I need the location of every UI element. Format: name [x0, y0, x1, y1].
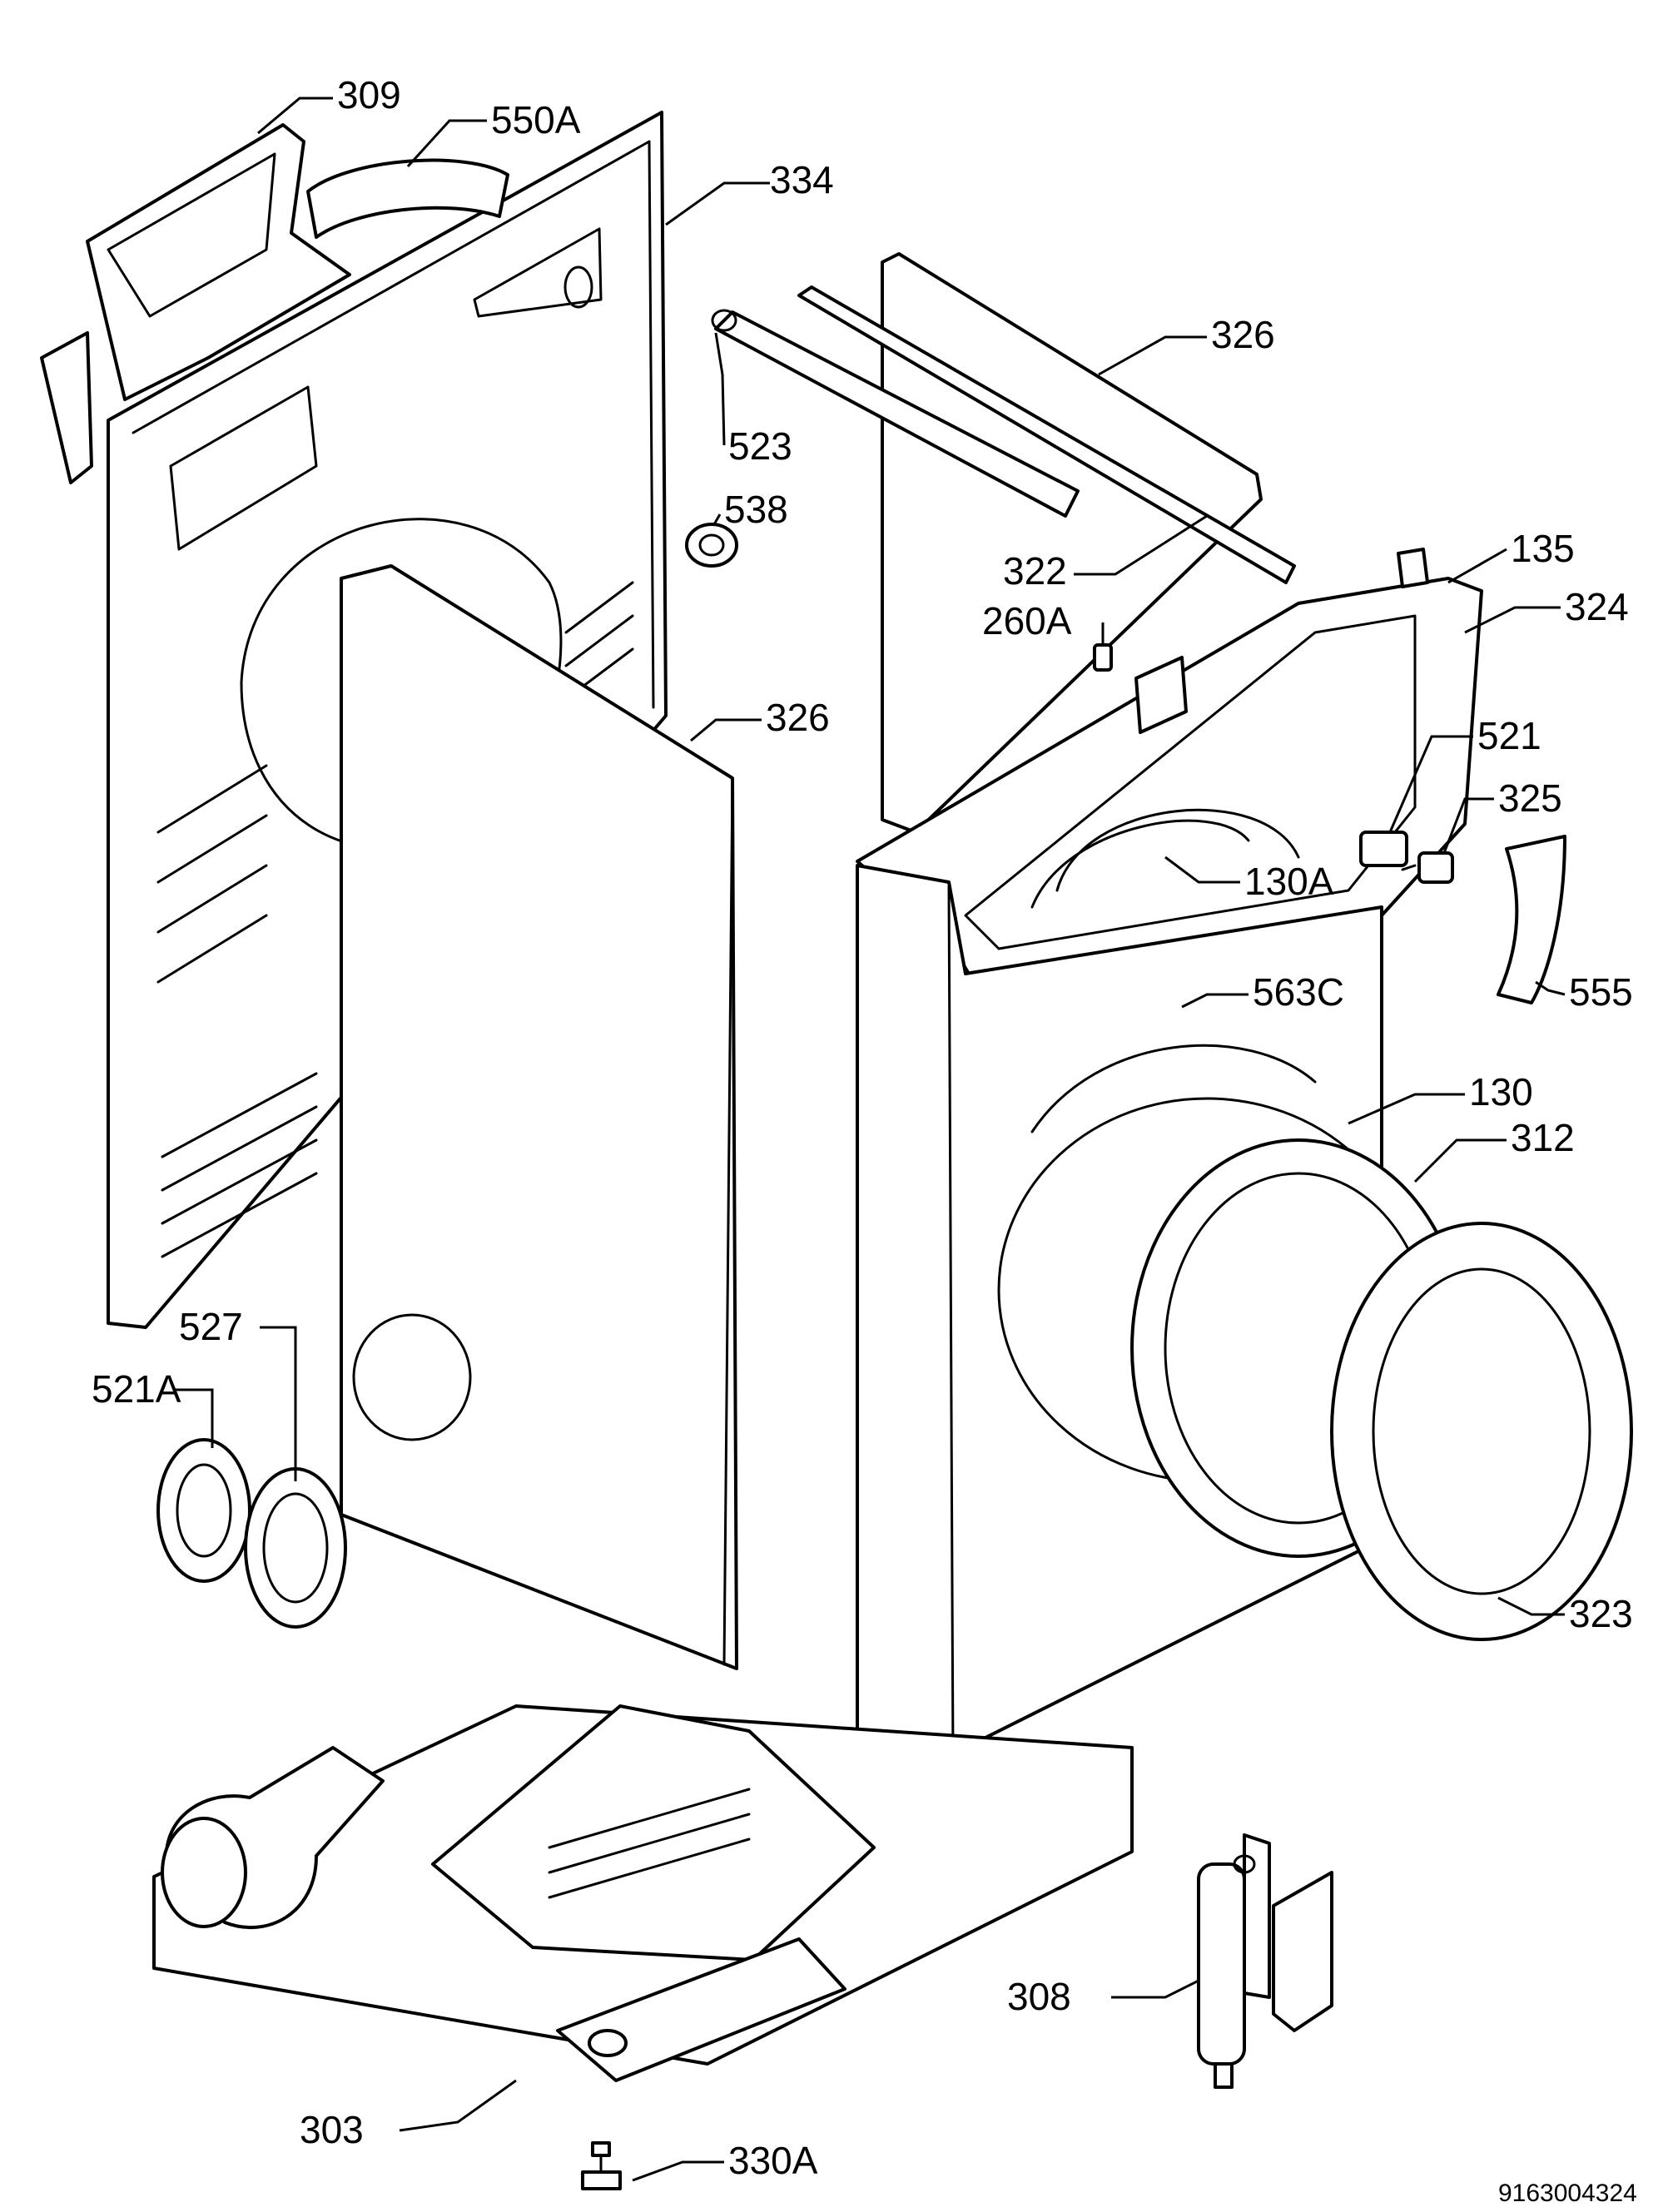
label-326-top: 326	[1211, 313, 1275, 356]
tube-523	[711, 309, 1080, 518]
bracket-521a	[156, 1438, 251, 1583]
label-555: 555	[1569, 970, 1633, 1014]
fan-cover-550a	[306, 158, 509, 239]
front-ring-323	[1330, 1222, 1633, 1641]
label-550a: 550A	[491, 98, 581, 141]
label-521: 521	[1477, 714, 1541, 757]
bush-538	[685, 523, 738, 568]
label-326-mid: 326	[766, 696, 830, 739]
label-308: 308	[1007, 1975, 1071, 2018]
part-labels: 309 550A 334 326 523 538 322 135 324 260…	[92, 73, 1637, 2207]
label-325: 325	[1498, 776, 1562, 820]
screw-330a	[581, 2141, 622, 2190]
top-frame-309	[40, 123, 351, 484]
label-330a: 330A	[728, 2139, 818, 2182]
label-309: 309	[337, 73, 401, 117]
label-538: 538	[724, 488, 788, 531]
label-135: 135	[1511, 527, 1575, 570]
label-303: 303	[300, 2108, 364, 2151]
lamp-325	[1401, 851, 1454, 884]
label-521a: 521A	[92, 1367, 181, 1411]
lens-555	[1497, 835, 1566, 1004]
document-number: 9163004324	[1498, 2180, 1637, 2207]
base-303	[152, 1704, 1134, 2082]
clip-260a	[1093, 643, 1113, 672]
label-312: 312	[1511, 1116, 1575, 1159]
rail-322	[797, 285, 1296, 584]
housing-135	[1134, 656, 1188, 734]
label-563c: 563C	[1253, 970, 1344, 1014]
label-527: 527	[179, 1305, 243, 1348]
ring-527	[244, 1467, 347, 1629]
label-523: 523	[728, 424, 792, 468]
label-130a: 130A	[1244, 860, 1334, 903]
label-334: 334	[770, 158, 834, 201]
label-322: 322	[1003, 549, 1067, 593]
hinge-308	[1197, 1833, 1333, 2089]
air-duct-seal-130a	[1030, 819, 1250, 909]
label-323: 323	[1569, 1592, 1633, 1635]
switch-521	[1359, 831, 1408, 867]
label-260a: 260A	[982, 599, 1072, 642]
label-130: 130	[1469, 1070, 1533, 1113]
label-324: 324	[1565, 585, 1629, 628]
leader-lines	[175, 97, 1566, 2182]
side-panel-326	[340, 564, 738, 1670]
